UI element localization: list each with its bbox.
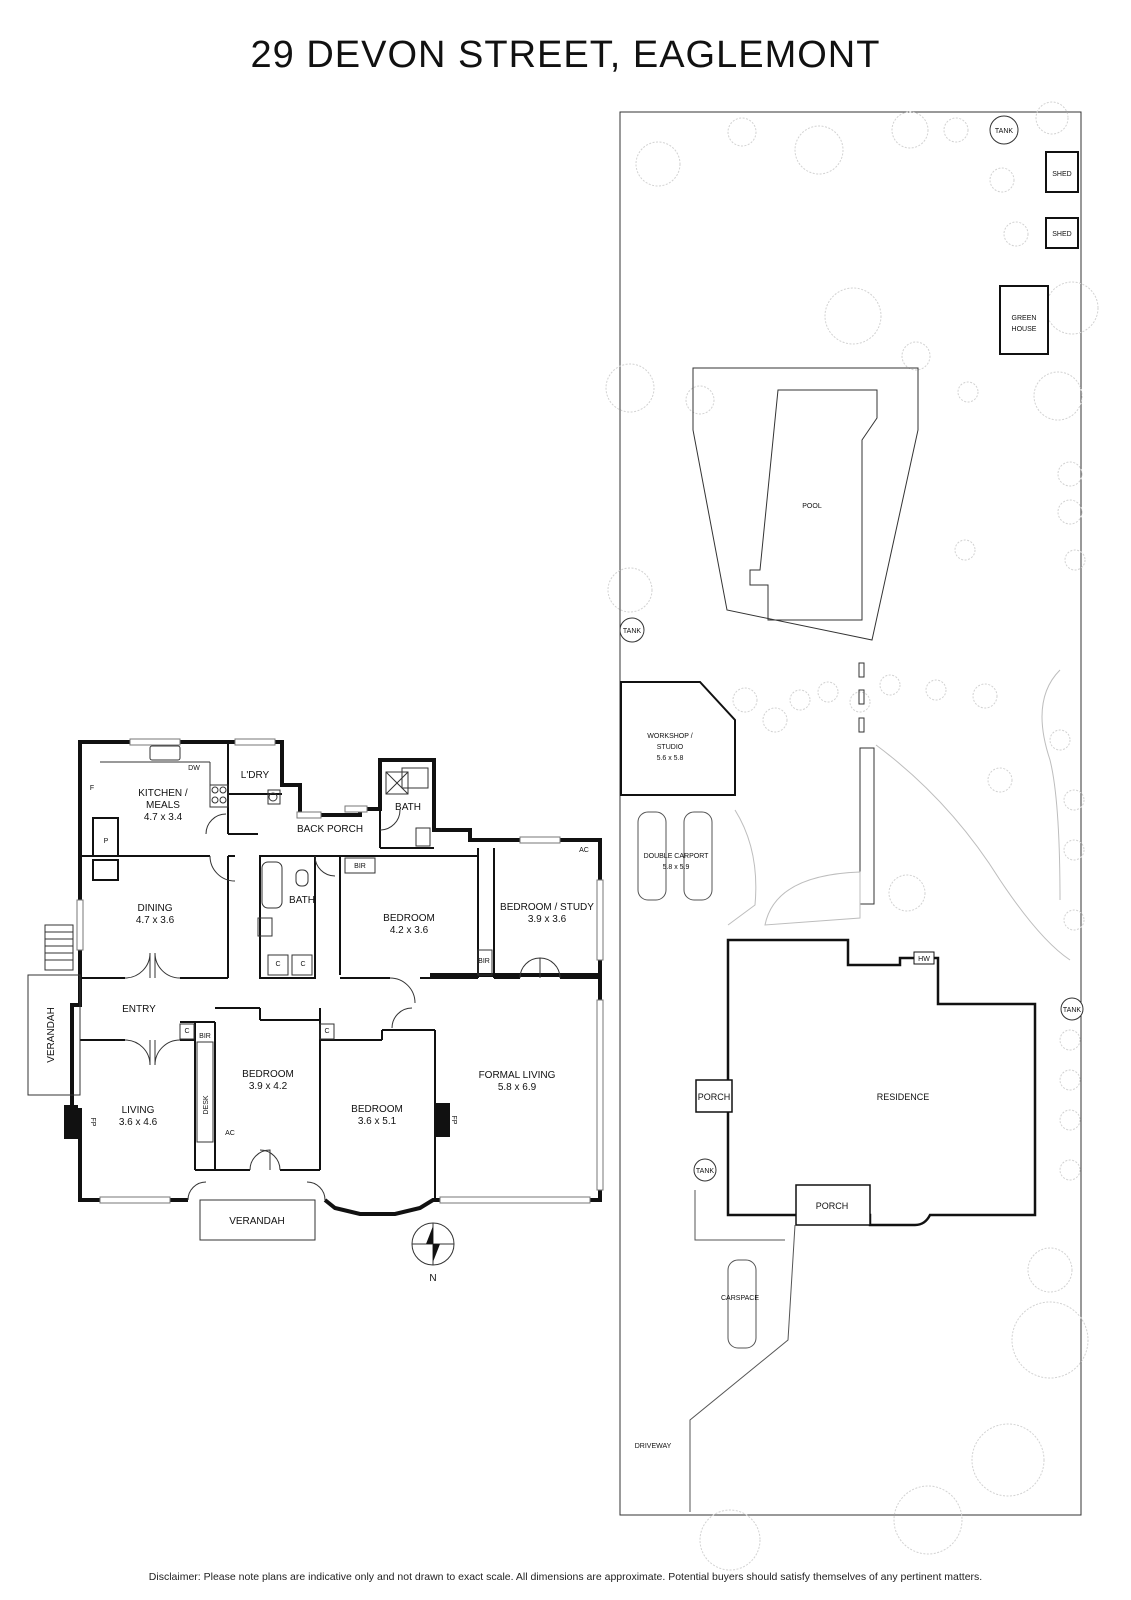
bedroom-front2-size: 3.6 x 5.1	[358, 1116, 397, 1127]
dw-label: DW	[188, 765, 200, 772]
pool-label: POOL	[802, 503, 822, 510]
door-swings	[124, 809, 561, 1201]
floor-plan-abbreviations: DW F P BIR BIR AC C C C BIR C AC DESK FP…	[89, 765, 589, 1137]
driveway-labels: CARSPACE DRIVEWAY	[635, 1295, 760, 1450]
bedroom-study-size: 3.9 x 3.6	[528, 914, 567, 925]
formal-living-size: 5.8 x 6.9	[498, 1082, 537, 1093]
residence-labels: HW RESIDENCE PORCH PORCH	[698, 956, 930, 1211]
desk-label: DESK	[203, 1095, 210, 1114]
pool-surround	[692, 367, 919, 641]
bath-upper-label: BATH	[395, 802, 421, 813]
workshop-label: WORKSHOP /	[647, 733, 692, 740]
carport-cars	[637, 811, 713, 901]
dining-label: DINING	[138, 903, 173, 914]
bedroom-mid-size: 4.2 x 3.6	[390, 925, 429, 936]
tank-label-4: TANK	[696, 1168, 714, 1175]
floor-plan-labels: KITCHEN / MEALS 4.7 x 3.4 L'DRY BACK POR…	[46, 770, 594, 1227]
fireplace-living	[64, 1105, 78, 1139]
back-porch-label: BACK PORCH	[297, 824, 363, 835]
greenhouse-label-2: HOUSE	[1012, 326, 1037, 333]
tank-label-3: TANK	[1063, 1007, 1081, 1014]
bir-label-front: BIR	[199, 1033, 211, 1040]
fp-label-living: FP	[89, 1118, 96, 1127]
dining-size: 4.7 x 3.6	[136, 915, 175, 926]
kitchen-label: KITCHEN /	[138, 788, 188, 799]
tank-labels: TANK TANK TANK TANK	[623, 128, 1081, 1175]
carport-size: 5.8 x 5.9	[663, 864, 690, 871]
closet-label-2: C	[300, 961, 305, 968]
residence-rear-porch	[795, 1184, 871, 1226]
garden-beds	[727, 669, 1071, 961]
bir-label-study: BIR	[478, 958, 490, 965]
tanks	[619, 115, 1084, 1182]
shed-label-1: SHED	[1052, 171, 1071, 178]
hw-label: HW	[918, 956, 930, 963]
outbuilding-labels: SHED SHED GREEN HOUSE	[1012, 171, 1072, 333]
page-title: 29 DEVON STREET, EAGLEMONT	[250, 34, 881, 76]
workshop	[620, 681, 736, 796]
verandahs	[27, 924, 316, 1241]
carport-label: DOUBLE CARPORT	[644, 853, 710, 860]
interior-walls	[80, 742, 600, 1200]
fp-label-bedroom: FP	[450, 1116, 457, 1125]
hw-box	[913, 951, 935, 965]
bir-label-mid: BIR	[354, 863, 366, 870]
porch-label-rear: PORCH	[816, 1201, 849, 1211]
disclaimer: Disclaimer: Please note plans are indica…	[148, 1571, 983, 1583]
compass: N	[411, 1222, 455, 1284]
bedroom-mid-label: BEDROOM	[383, 913, 435, 924]
porch-label-side: PORCH	[698, 1092, 731, 1102]
driveway	[689, 1190, 796, 1512]
carspace-label: CARSPACE	[721, 1295, 759, 1302]
verandah-front-label: VERANDAH	[229, 1216, 285, 1227]
workshop-labels: WORKSHOP / STUDIO 5.6 x 5.8	[647, 733, 692, 762]
tank-label-2: TANK	[623, 628, 641, 635]
compass-north-label: N	[429, 1273, 436, 1284]
ac-label-study: AC	[579, 847, 589, 854]
kitchen-label2: MEALS	[146, 800, 180, 811]
bedroom-front2-label: BEDROOM	[351, 1104, 403, 1115]
exterior-wall-front	[323, 975, 602, 1216]
formal-living-label: FORMAL LIVING	[479, 1070, 556, 1081]
laundry-label: L'DRY	[241, 770, 270, 781]
site-plan: TANK TANK TANK TANK SHED SHED GREEN HOUS…	[605, 101, 1099, 1571]
closet-label-3: C	[184, 1028, 189, 1035]
living-size: 3.6 x 4.6	[119, 1117, 158, 1128]
driveway-label: DRIVEWAY	[635, 1443, 672, 1450]
workshop-size: 5.6 x 5.8	[657, 755, 684, 762]
bedroom-study-label: BEDROOM / STUDY	[500, 902, 594, 913]
closet-label-1: C	[275, 961, 280, 968]
bedroom-front1-size: 3.9 x 4.2	[249, 1081, 288, 1092]
fridge-label: F	[90, 785, 94, 792]
storage-boxes	[179, 857, 493, 1143]
living-label: LIVING	[122, 1105, 155, 1116]
outbuildings	[999, 151, 1079, 355]
greenhouse-label-1: GREEN	[1012, 315, 1037, 322]
verandah-side-label: VERANDAH	[46, 1007, 57, 1063]
kitchen-size: 4.7 x 3.4	[144, 812, 183, 823]
entry-label: ENTRY	[122, 1004, 156, 1015]
closet-label-4: C	[324, 1028, 329, 1035]
carport-labels: DOUBLE CARPORT 5.8 x 5.9	[644, 853, 710, 871]
fireplace-bedroom	[436, 1103, 450, 1137]
residence-side-porch	[695, 1079, 733, 1113]
bedroom-front1-label: BEDROOM	[242, 1069, 294, 1080]
residence-label: RESIDENCE	[877, 1092, 930, 1102]
ac-label-front: AC	[225, 1130, 235, 1137]
pool	[749, 389, 878, 621]
residence-outline	[726, 938, 1037, 1227]
site-boundary	[619, 111, 1082, 1516]
pantry-label: P	[104, 838, 109, 845]
shed-label-2: SHED	[1052, 231, 1071, 238]
kitchen-fixtures	[100, 745, 431, 937]
tank-label-1: TANK	[995, 128, 1013, 135]
bath-lower-label: BATH	[289, 895, 315, 906]
windows	[76, 738, 604, 1204]
garden-path	[858, 662, 875, 905]
workshop-label2: STUDIO	[657, 744, 684, 751]
